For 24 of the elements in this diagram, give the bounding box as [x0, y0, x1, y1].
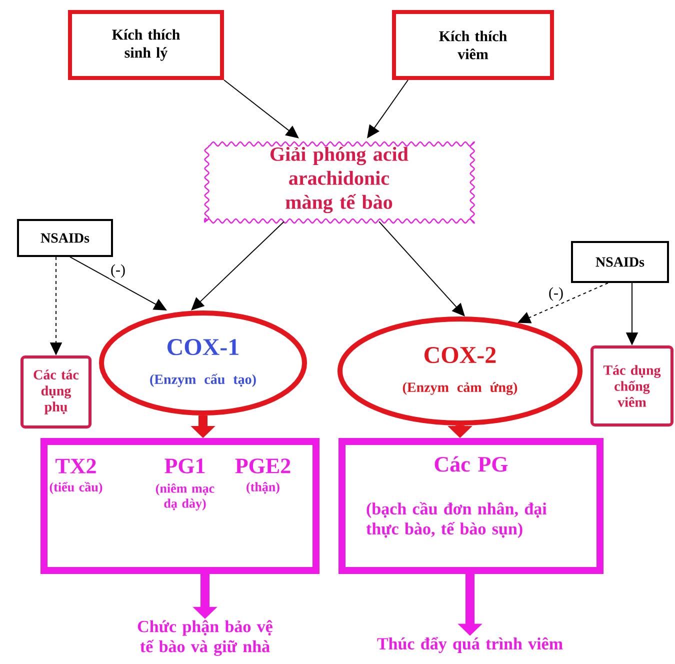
drug-box: NSAIDs [571, 241, 669, 283]
location-text: (thận) [246, 482, 280, 494]
arrow [378, 221, 465, 316]
stimulus-box: Kích thích sinh lý [68, 10, 224, 80]
arrow [224, 80, 299, 138]
product-label: Các PG [434, 456, 508, 472]
drug-box: NSAIDs [17, 219, 113, 257]
process-box: Giải phóng acid arachidonic màng tế bào [204, 141, 475, 224]
edge-label: (-) [110, 263, 126, 279]
outcome-text: Thúc đẩy quá trình viêm [377, 636, 563, 654]
product-box [338, 438, 604, 574]
location-text: (niêm mạc dạ dày) [156, 484, 214, 510]
location-text: (bạch cầu đơn nhân, đại thực bào, tế bào sụn) [366, 502, 547, 538]
outcome-text: Chức phận bảo vệ tế bào và giữ nhà [138, 620, 272, 656]
location-text: (tiểu cầu) [50, 482, 102, 494]
product-label: PG1 [164, 458, 205, 474]
product-box [40, 438, 320, 574]
edge-label: (-) [548, 286, 564, 302]
arrow [191, 221, 284, 310]
effect-box: Các tác dụng phụ [20, 356, 92, 428]
stimulus-box: Kích thích viêm [392, 10, 554, 80]
product-label: PGE2 [235, 458, 290, 474]
product-label: TX2 [56, 458, 96, 474]
effect-box: Tác dụng chống viêm [590, 346, 674, 426]
